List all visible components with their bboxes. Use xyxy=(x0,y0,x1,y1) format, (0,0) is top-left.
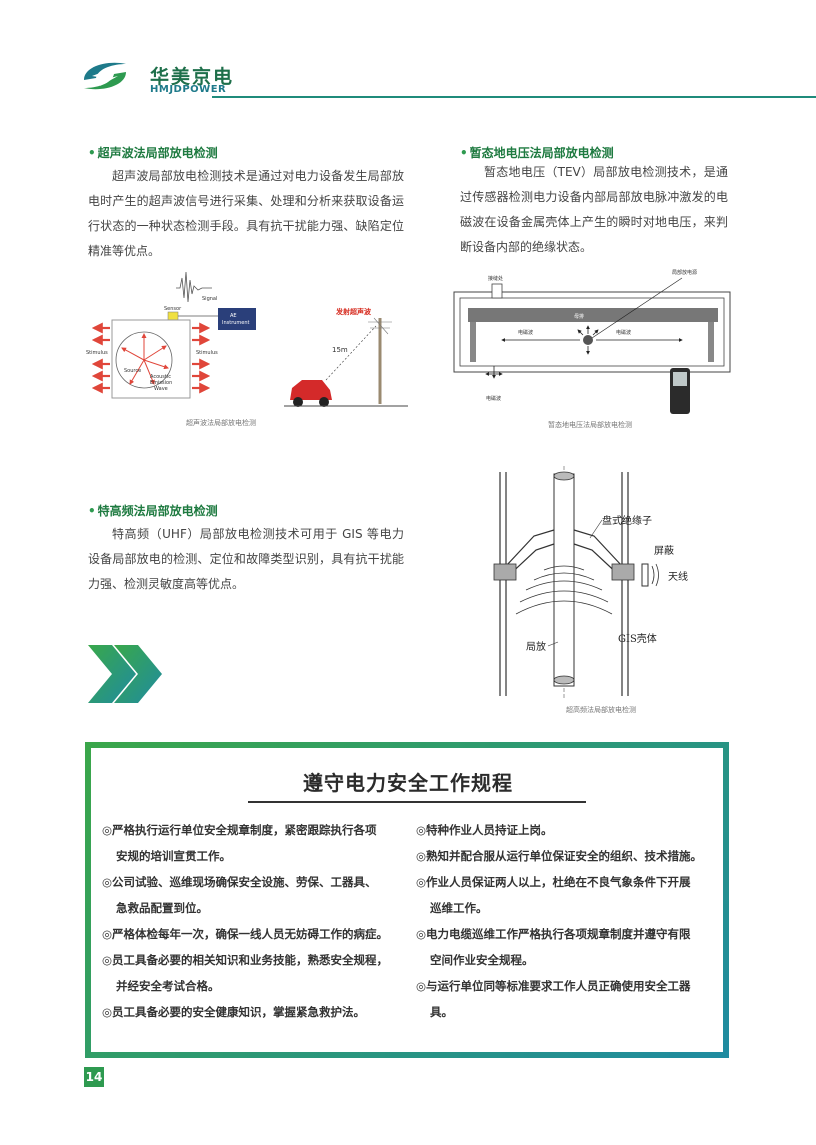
fig-label-stimulus-left: Stimulus xyxy=(86,350,108,356)
ultrasonic-diagram: Signal Sensor AE Instrument Source Acous… xyxy=(86,271,256,399)
rule-item: ◎严格体检每年一次，确保一线人员无妨碍工作的病症。 xyxy=(102,927,389,941)
section-text-ultrasonic: 超声波局部放电检测技术是通过对电力设备发生局部放电时产生的超声波信号进行采集、处… xyxy=(88,169,404,258)
fig-label-antenna: 天线 xyxy=(668,570,688,583)
section-text-tev: 暂态地电压（TEV）局部放电检测技术，是通过传感器检测电力设备内部局部放电脉冲激… xyxy=(460,165,728,254)
fig-label-wave: Wave xyxy=(154,386,168,392)
rules-list-left: ◎严格执行运行单位安全规章制度，紧密跟踪执行各项安规的培训宣贯工作。 ◎公司试验… xyxy=(102,817,414,1025)
section-text-uhf: 特高频（UHF）局部放电检测技术可用于 GIS 等电力设备局部放电的检测、定位和… xyxy=(88,527,404,591)
fig-label-shell: GIS壳体 xyxy=(618,632,657,645)
header-divider xyxy=(212,96,816,98)
fig-label-signal: Signal xyxy=(202,296,217,302)
fig-label-ae: AE xyxy=(230,313,237,319)
chevron-arrows-icon xyxy=(88,645,162,703)
rule-item: ◎公司试验、巡维现场确保安全设施、劳保、工器具、急救品配置到位。 xyxy=(102,875,377,915)
brand-name-cn: 华美京电 xyxy=(150,66,235,88)
rules-title: 遵守电力安全工作规程 xyxy=(303,771,513,795)
rule-item: ◎严格执行运行单位安全规章制度，紧密跟踪执行各项安规的培训宣贯工作。 xyxy=(102,823,377,863)
fig-label-instrument: Instrument xyxy=(222,320,250,326)
safety-rules-box xyxy=(85,742,729,1058)
brand-name-en: HMJDPOWER xyxy=(150,84,227,95)
rule-item: ◎员工具备必要的相关知识和业务技能，熟悉安全规程，并经安全考试合格。 xyxy=(102,953,389,993)
rule-item: ◎员工具备必要的安全健康知识，掌握紧急救护法。 xyxy=(102,1005,366,1019)
caption-ultrasonic: 超声波法局部放电检测 xyxy=(186,419,256,427)
section-title-uhf: •特高频法局部放电检测 xyxy=(88,504,218,518)
rule-item: ◎熟知并配合服从运行单位保证安全的组织、技术措施。 xyxy=(416,849,703,863)
fig-label-source-tev: 局部放电源 xyxy=(672,269,697,276)
fig-label-acoustic: Acoustic xyxy=(150,374,171,380)
fig-label-distance: 15m xyxy=(332,346,348,354)
fig-label-shield: 屏蔽 xyxy=(654,545,674,557)
fig-label-seam: 接缝处 xyxy=(488,275,503,282)
fig-label-sensor: Sensor xyxy=(164,306,182,312)
rule-item: ◎作业人员保证两人以上，杜绝在不良气象条件下开展巡维工作。 xyxy=(416,875,691,915)
fig-label-em-bottom: 电磁波 xyxy=(486,395,501,402)
fig-label-stimulus-right: Stimulus xyxy=(196,350,218,356)
tev-diagram: 接缝处 局部放电源 母排 电磁波 电磁波 电磁波 xyxy=(453,269,731,414)
rule-item: ◎电力电缆巡维工作严格执行各项规章制度并遵守有限空间作业安全规程。 xyxy=(416,927,691,967)
section-title-tev: •暂态地电压法局部放电检测 xyxy=(460,146,614,160)
section-title-ultrasonic: •超声波法局部放电检测 xyxy=(88,146,218,160)
fig-label-emission: Emission xyxy=(150,380,172,386)
fig-label-source: Source xyxy=(124,368,141,374)
rules-list-right: ◎特种作业人员持证上岗。 ◎熟知并配合服从运行单位保证安全的组织、技术措施。 ◎… xyxy=(416,817,720,1025)
rules-title-underline xyxy=(248,801,586,803)
fig-label-discharge: 局放 xyxy=(526,640,546,653)
uhf-diagram: 盘式绝缘子 屏蔽 天线 局放 GIS壳体 xyxy=(493,466,688,698)
ultrasonic-field-photo: 发射超声波 15m xyxy=(284,307,408,407)
company-logo-icon xyxy=(84,62,126,90)
fig-label-em-right: 电磁波 xyxy=(616,329,631,336)
caption-uhf: 超高频法局部放电检测 xyxy=(566,706,636,714)
fig-label-emit: 发射超声波 xyxy=(335,307,372,316)
fig-label-insulator: 盘式绝缘子 xyxy=(602,514,652,527)
page-number: 14 xyxy=(84,1067,104,1087)
rule-item: ◎特种作业人员持证上岗。 xyxy=(416,823,553,837)
rule-item: ◎与运行单位同等标准要求工作人员正确使用安全工器具。 xyxy=(416,979,691,1019)
caption-tev: 暂态地电压法局部放电检测 xyxy=(548,421,632,429)
fig-label-busbar: 母排 xyxy=(574,313,584,320)
fig-label-em-left: 电磁波 xyxy=(518,329,533,336)
